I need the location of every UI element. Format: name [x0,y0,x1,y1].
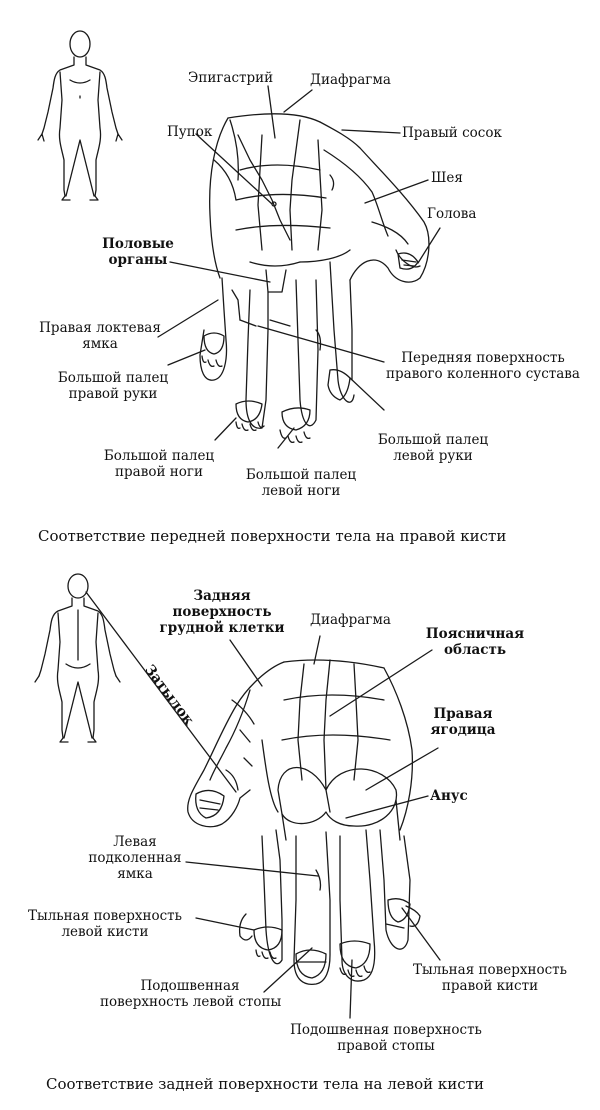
front-leader-lines [157,85,441,449]
back-hand-drawing [187,659,421,986]
label-diaphragm-back: Диафрагма [310,612,391,628]
occiput-line [85,591,237,793]
label-sole-right-foot: Подошвенная поверхность правой стопы [290,1022,482,1054]
label-popliteal-fossa: Левая подколенная ямка [88,834,182,882]
front-hand-drawing [199,113,430,444]
label-anus: Анус [430,788,468,804]
label-genitals: Половые органы [102,236,174,268]
front-caption: Соответствие передней поверхности тела н… [38,527,507,545]
label-back-chest: Задняя поверхность грудной клетки [159,588,285,636]
label-epigastrium: Эпигастрий [188,70,274,86]
label-right-buttock: Правая ягодица [430,706,496,738]
front-body-figure [37,30,123,201]
label-knee-front: Передняя поверхность правого коленного с… [386,350,580,382]
label-navel: Пупок [167,124,213,140]
back-leader-lines [185,635,441,1019]
label-head: Голова [427,206,477,222]
label-neck: Шея [431,170,463,186]
back-caption: Соответствие задней поверхности тела на … [46,1075,484,1093]
label-big-toe-right-foot: Большой палец правой ноги [103,448,215,480]
label-thumb-left-hand: Большой палец левой руки [377,432,489,464]
label-lumbar: Поясничная область [425,626,525,658]
label-sole-left-foot: Подошвенная поверхность левой стопы [100,978,282,1010]
label-right-elbow-fossa: Правая локтевая ямка [39,320,161,352]
label-diaphragm-front: Диафрагма [310,72,391,88]
label-right-nipple: Правый сосок [402,125,502,141]
label-back-right-hand: Тыльная поверхность правой кисти [412,962,567,994]
label-back-left-hand: Тыльная поверхность левой кисти [27,908,182,940]
label-big-toe-left-foot: Большой палец левой ноги [245,467,357,499]
label-thumb-right-hand: Большой палец правой руки [57,370,169,402]
back-body-figure [34,573,121,743]
